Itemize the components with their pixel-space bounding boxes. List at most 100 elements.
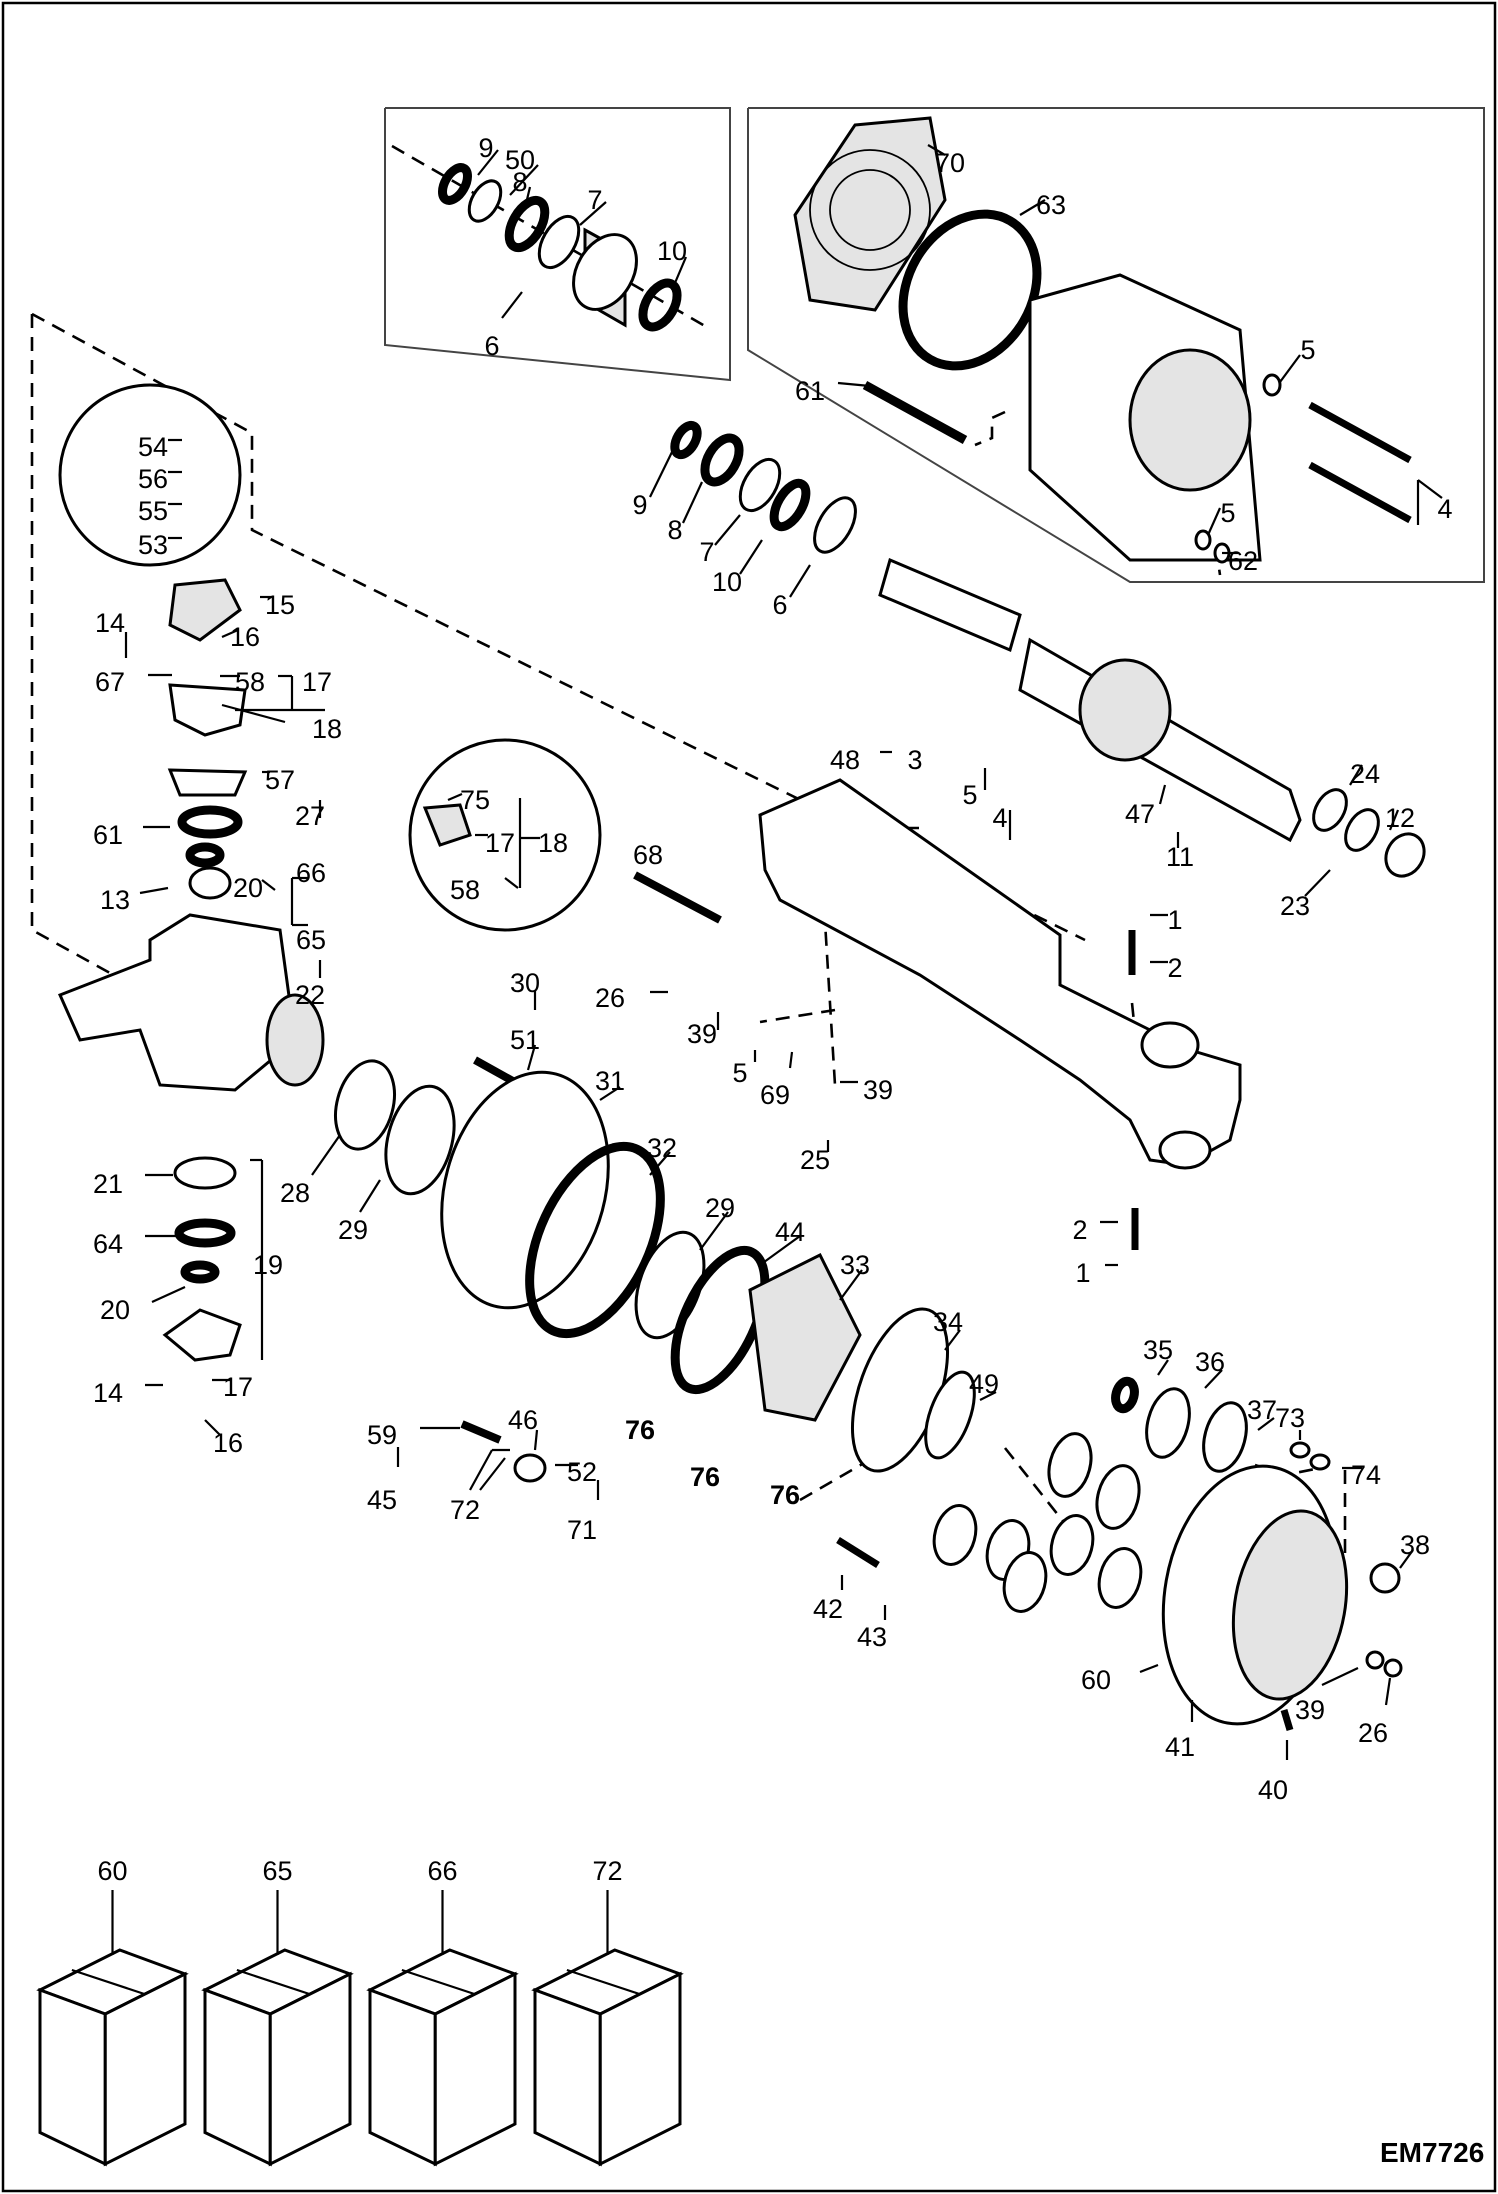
- callout-label: 57: [265, 765, 295, 795]
- leader-line: [1304, 869, 1331, 897]
- kit-box-flap: [71, 1968, 145, 1996]
- callout-label: 58: [235, 667, 265, 697]
- inset-boxes: [384, 107, 1485, 583]
- callout-label: 24: [1350, 759, 1380, 789]
- callout-label: 35: [1143, 1335, 1173, 1365]
- callout-label: 65: [296, 925, 326, 955]
- callout-label: 17: [485, 828, 515, 858]
- callout-label: 29: [705, 1193, 735, 1223]
- callout-label: 25: [800, 1145, 830, 1175]
- callout-label: 19: [253, 1250, 283, 1280]
- callout-label: 14: [95, 608, 125, 638]
- callout-label: 3: [907, 745, 922, 775]
- leader-line: [927, 144, 946, 156]
- callout-label: 8: [667, 515, 682, 545]
- leader-line: [579, 201, 607, 226]
- leader-line: [1399, 1549, 1414, 1569]
- callout-label: 45: [367, 1485, 397, 1515]
- leader-line: [649, 451, 673, 498]
- callout-label: 36: [1195, 1347, 1225, 1377]
- kit-label: 72: [592, 1856, 622, 1886]
- callout-label: 28: [280, 1178, 310, 1208]
- kit-box: 72: [531, 1856, 684, 2167]
- callout-label: 29: [338, 1215, 368, 1245]
- leader-line: [1321, 1667, 1359, 1686]
- leader-line: [1204, 1369, 1223, 1389]
- callout-label: 61: [795, 376, 825, 406]
- callout-label: 70: [935, 148, 965, 178]
- callout-label: 5: [1300, 335, 1315, 365]
- callout-label: 32: [647, 1133, 677, 1163]
- callout-label: 44: [775, 1217, 805, 1247]
- leader-line: [789, 564, 811, 598]
- leader-line: [788, 1051, 794, 1069]
- callout-label: 40: [1258, 1775, 1288, 1805]
- leader-line: [504, 877, 519, 889]
- callout-label: 4: [1437, 494, 1452, 524]
- kit-box-face: [533, 1987, 602, 2167]
- leader-line: [501, 291, 523, 319]
- kit-box-flap: [236, 1968, 310, 1996]
- kit-box: 66: [366, 1856, 519, 2167]
- callout-label: 9: [478, 133, 493, 163]
- callout-label: 4: [992, 803, 1007, 833]
- leader-lines: [124, 144, 1443, 1760]
- callout-label: 6: [484, 331, 499, 361]
- leader-line: [599, 1086, 621, 1101]
- leader-line: [261, 879, 276, 891]
- callout-label: 51: [510, 1025, 540, 1055]
- callout-label: 73: [1275, 1403, 1305, 1433]
- leader-line: [979, 1391, 997, 1401]
- callout-label: 43: [857, 1622, 887, 1652]
- leader-line: [533, 1429, 539, 1451]
- callout-label: 26: [595, 983, 625, 1013]
- callout-label: 14: [93, 1378, 123, 1408]
- leader-line: [526, 1044, 537, 1071]
- leader-line: [151, 1285, 186, 1304]
- leader-line: [359, 1179, 381, 1213]
- kit-label: 65: [262, 1856, 292, 1886]
- kit-box-face: [598, 1971, 682, 2167]
- callout-label: 12: [1385, 803, 1415, 833]
- callout-label: 50: [505, 145, 535, 175]
- callout-label: 74: [1351, 1460, 1381, 1490]
- callout-label: 5: [732, 1058, 747, 1088]
- callout-label: 8: [512, 167, 527, 197]
- callout-label: 62: [1228, 546, 1258, 576]
- callout-label: 11: [1166, 842, 1194, 872]
- leader-line: [1417, 479, 1443, 499]
- leader-line: [682, 481, 703, 524]
- callout-label: 16: [230, 622, 260, 652]
- callout-label: 49: [969, 1369, 999, 1399]
- callout-label: 64: [93, 1229, 123, 1259]
- kit-box-face: [368, 1987, 437, 2167]
- leader-line: [479, 1457, 506, 1491]
- kit-box: 60: [36, 1856, 189, 2167]
- callout-label: 38: [1400, 1530, 1430, 1560]
- leader-line: [1158, 784, 1167, 805]
- callout-label: 33: [840, 1250, 870, 1280]
- leader-line: [759, 1235, 801, 1266]
- leader-line: [1019, 199, 1046, 216]
- leader-line: [1157, 1359, 1169, 1376]
- callout-label: 21: [93, 1169, 123, 1199]
- leader-line: [204, 1419, 221, 1436]
- leader-line: [311, 1134, 341, 1176]
- callout-label: 23: [1280, 891, 1310, 921]
- leader-line: [699, 1211, 729, 1251]
- callout-label: 71: [567, 1515, 597, 1545]
- callout-label: 46: [508, 1405, 538, 1435]
- callout-label: 13: [100, 885, 130, 915]
- leader-line: [447, 792, 463, 802]
- leader-line: [1388, 809, 1400, 831]
- component-drawings: [57, 116, 1426, 1732]
- kit-label: 60: [97, 1856, 127, 1886]
- kit-box-flap: [566, 1968, 640, 1996]
- callout-label: 69: [760, 1080, 790, 1110]
- leader-line: [1279, 354, 1301, 383]
- callout-label: 60: [1081, 1665, 1111, 1695]
- callout-label: 2: [1167, 953, 1182, 983]
- callout-label: 22: [295, 980, 325, 1010]
- callout-label: 10: [712, 567, 742, 597]
